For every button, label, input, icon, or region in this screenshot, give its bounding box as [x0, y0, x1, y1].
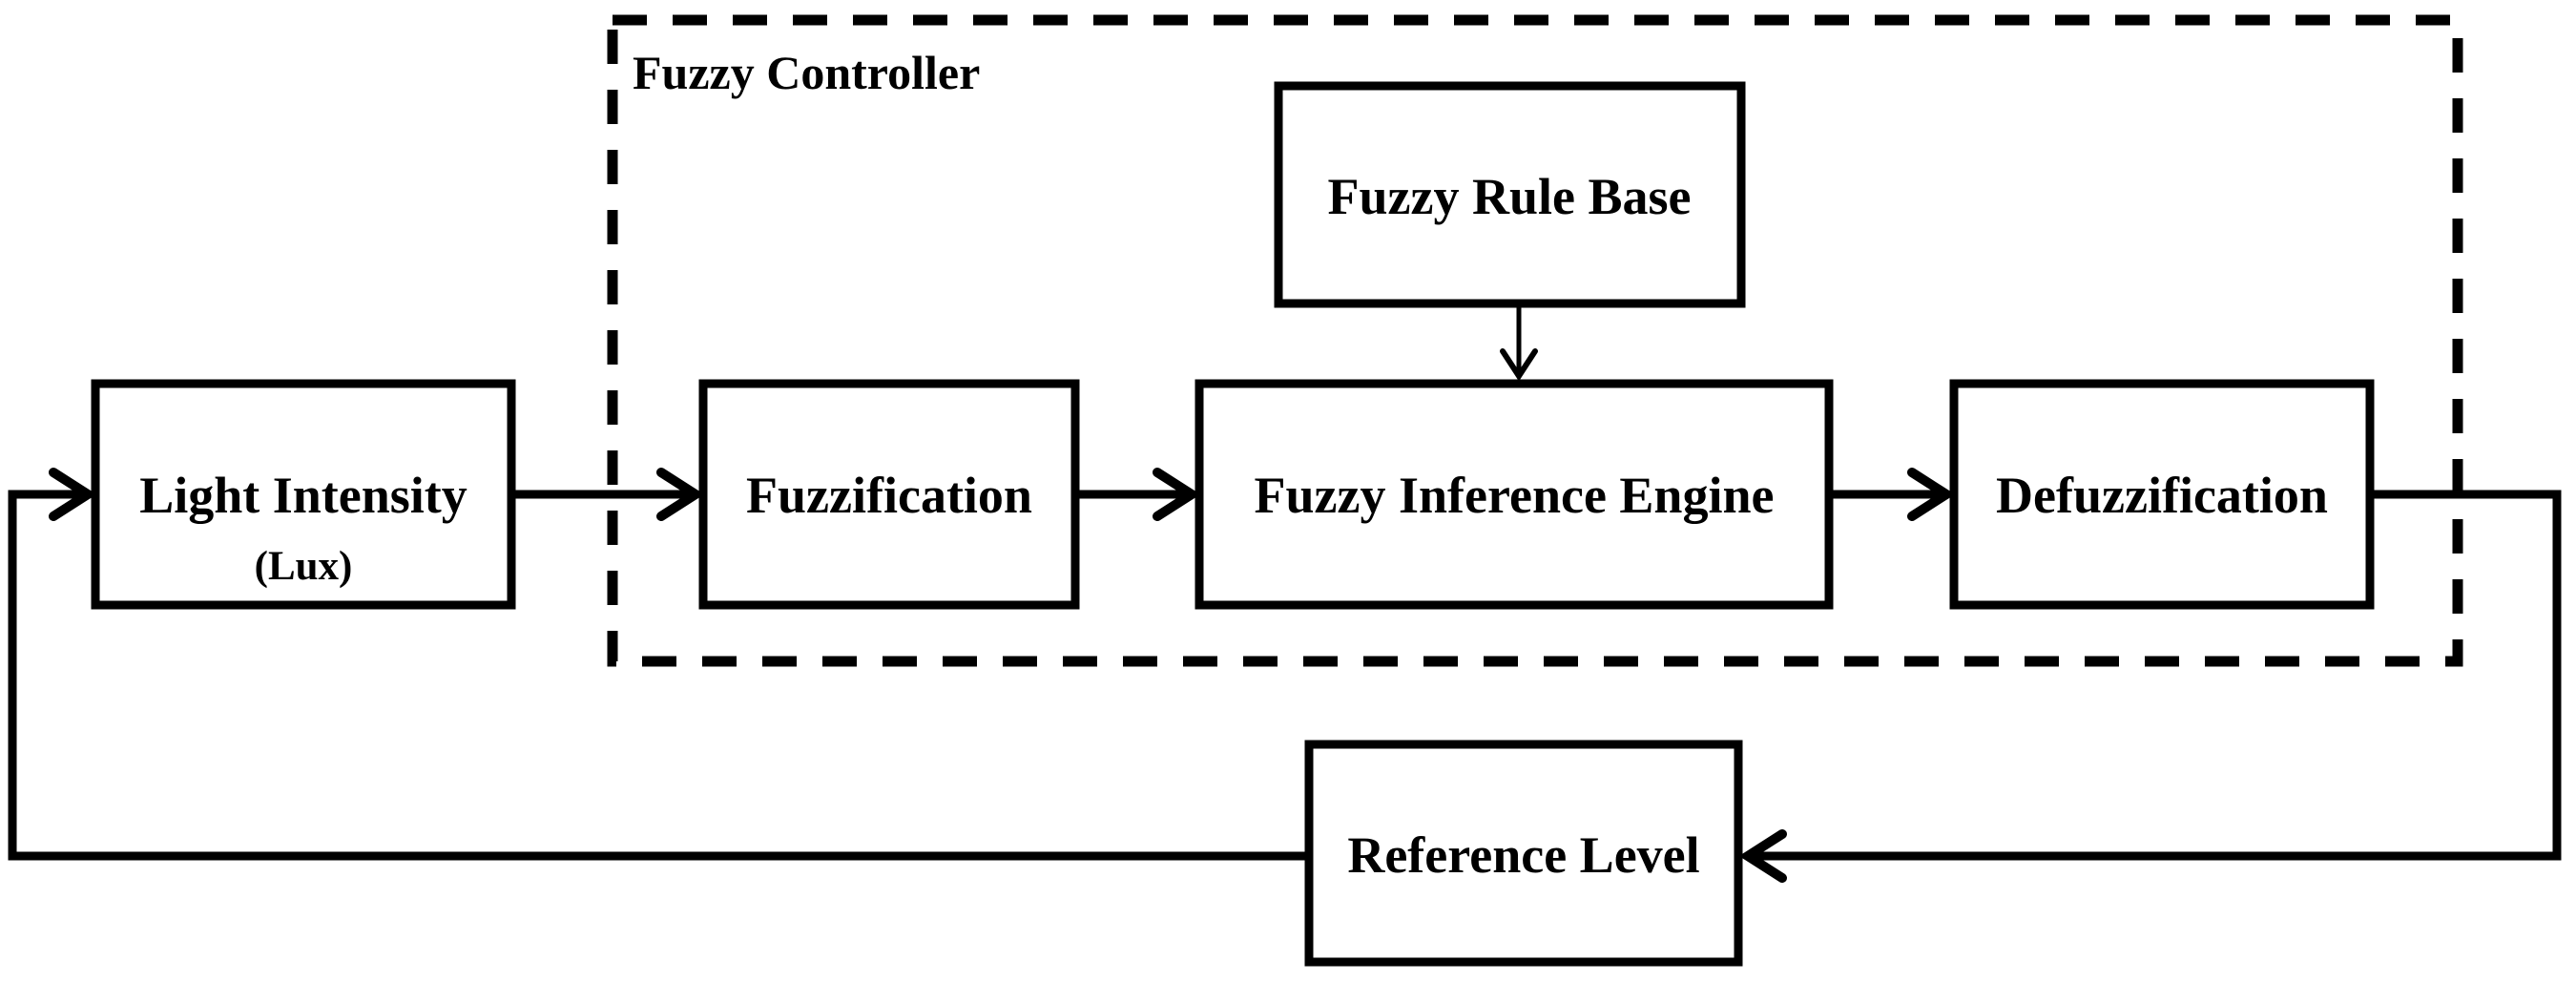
light-intensity-sublabel: (Lux) — [255, 544, 353, 589]
reference-level-label: Reference Level — [1347, 826, 1699, 884]
path-defuzzification-to-reference-level — [1738, 490, 2562, 883]
path-reference-level-to-light-intensity — [8, 468, 1309, 861]
fuzzy-inference-engine-box — [1195, 379, 1834, 610]
fuzzy-rule-base-box — [1274, 81, 1746, 308]
light-intensity-box — [91, 379, 516, 610]
fuzzy-rule-base-label: Fuzzy Rule Base — [1328, 168, 1692, 225]
light-intensity-label: Light Intensity — [139, 467, 467, 524]
fuzzification-label: Fuzzification — [746, 467, 1032, 524]
fuzzy-controller-container-box — [607, 14, 2463, 667]
fuzzification-box — [698, 379, 1080, 610]
fuzzy-controller-label: Fuzzy Controller — [633, 46, 980, 99]
defuzzification-box — [1949, 379, 2375, 610]
reference-level-box — [1304, 740, 1743, 967]
fuzzy-inference-engine-label: Fuzzy Inference Engine — [1255, 467, 1775, 524]
defuzzification-label: Defuzzification — [1996, 467, 2328, 524]
